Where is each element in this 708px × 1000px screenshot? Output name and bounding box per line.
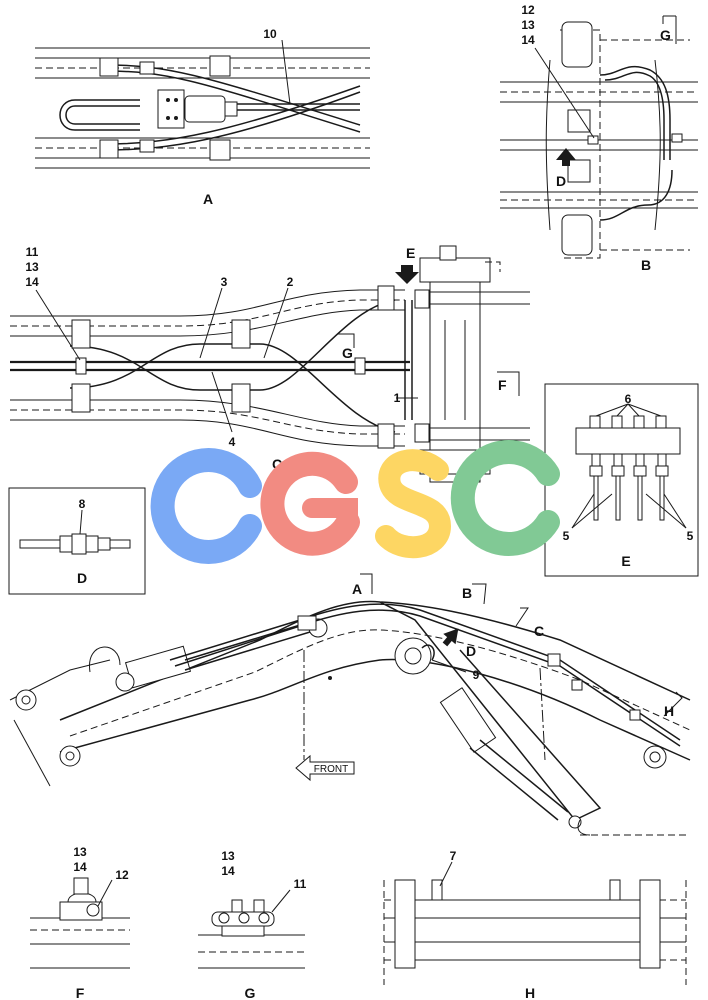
view-label-b: B: [641, 257, 651, 273]
callout-14-f: 14: [73, 860, 87, 874]
view-label-e: E: [621, 553, 630, 569]
watermark-letter-s: [375, 449, 452, 559]
arrow-label-d-boom: D: [466, 643, 476, 659]
view-e-detail: [544, 383, 699, 577]
view-d-detail: [8, 487, 146, 595]
watermark-letter-c2: [450, 440, 560, 556]
front-direction-arrow: [295, 754, 355, 782]
callout-13-g: 13: [221, 849, 235, 863]
callout-6: 6: [625, 392, 632, 406]
section-mark-b: B: [462, 585, 472, 601]
section-mark-c: C: [534, 623, 544, 639]
callout-13-c: 13: [25, 260, 39, 274]
arrow-label-e-c: E: [406, 245, 415, 261]
callout-10: 10: [263, 27, 277, 41]
watermark-letter-g: [260, 451, 360, 556]
section-mark-f-c: F: [498, 377, 507, 393]
front-label: FRONT: [314, 764, 348, 775]
view-label-f: F: [76, 985, 85, 1000]
callout-7: 7: [450, 849, 457, 863]
section-mark-g-c: G: [342, 345, 353, 361]
arrow-label-d-b: D: [556, 173, 566, 189]
cgsc-watermark-logo: [150, 440, 560, 564]
callout-5-right: 5: [687, 529, 694, 543]
callout-9: 9: [473, 668, 480, 682]
callout-4: 4: [229, 435, 236, 449]
view-a-detail: [35, 39, 370, 169]
view-label-d: D: [77, 570, 87, 586]
boom-arm-assembly: [9, 573, 691, 836]
view-g-detail: [198, 889, 305, 969]
callout-14-g: 14: [221, 864, 235, 878]
callout-1: 1: [394, 391, 401, 405]
view-c-detail: [10, 245, 530, 483]
watermark-letter-c1: [150, 448, 262, 564]
part-callouts: 10 12 13 14 11 13 14 3 2 4 1 8 6 5 5 9 1…: [25, 3, 693, 891]
callout-13-f: 13: [73, 845, 87, 859]
section-mark-g-b: G: [660, 27, 671, 43]
callout-2: 2: [287, 275, 294, 289]
callout-12-f: 12: [115, 868, 129, 882]
callout-11-c: 11: [26, 245, 39, 259]
section-mark-a: A: [352, 581, 362, 597]
callout-11-g: 11: [294, 877, 307, 891]
callout-14-b: 14: [521, 33, 535, 47]
callout-3: 3: [221, 275, 228, 289]
view-label-h: H: [525, 985, 535, 1000]
callout-5-left: 5: [563, 529, 570, 543]
callout-14-c: 14: [25, 275, 39, 289]
callout-12-b: 12: [521, 3, 535, 17]
view-label-g: G: [245, 985, 256, 1000]
section-mark-h: H: [664, 703, 674, 719]
view-f-detail: [30, 877, 130, 969]
view-b-detail: [500, 15, 698, 259]
view-label-c: C: [272, 456, 282, 472]
callout-8: 8: [79, 497, 86, 511]
view-labels: A B C D E F G H G D E G F A B C D H: [76, 27, 674, 1000]
view-h-detail: [383, 861, 687, 985]
view-label-a: A: [203, 191, 213, 207]
callout-13-b: 13: [521, 18, 535, 32]
